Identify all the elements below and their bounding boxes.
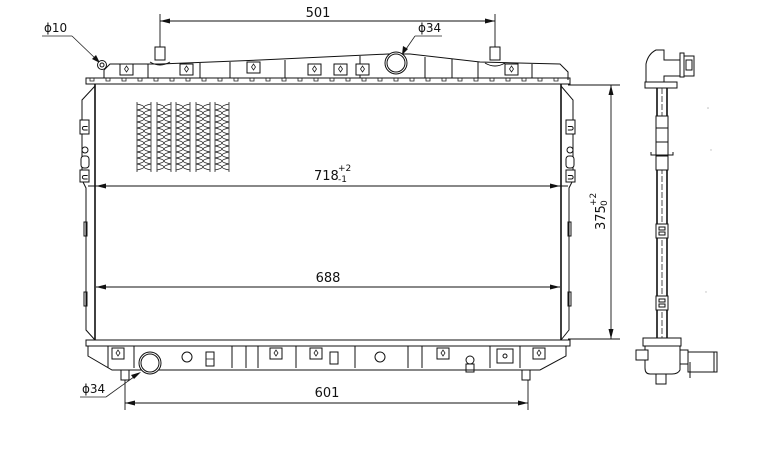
- side-view: [635, 49, 718, 385]
- callout-phi34-top: ϕ34: [402, 21, 442, 55]
- top-clip-boxes: [119, 61, 519, 76]
- bottom-clip-boxes: [111, 347, 546, 360]
- phi34-top-label: ϕ34: [418, 21, 441, 35]
- phi10-label: ϕ10: [44, 21, 67, 35]
- callout-phi10: ϕ10: [42, 21, 107, 70]
- dim-718-tol-upper: +2: [338, 164, 351, 174]
- svg-text:⊃: ⊃: [567, 124, 575, 134]
- fin-pattern: [0, 0, 230, 173]
- callout-phi34-bottom: ϕ34: [80, 372, 141, 398]
- scan-specks: [705, 107, 712, 293]
- dimension-688: 688: [96, 271, 560, 290]
- dim-688-label: 688: [316, 271, 341, 286]
- dim-718-label: 718: [314, 169, 339, 184]
- dim-501-label: 501: [306, 6, 331, 21]
- dim-375-tol-upper: +2: [589, 193, 599, 206]
- bottom-tank: [85, 339, 571, 381]
- dimension-601: 601: [124, 380, 529, 410]
- svg-text:⊃: ⊃: [567, 173, 575, 183]
- dim-375-label: 375: [594, 205, 609, 230]
- phi34-bottom-label: ϕ34: [82, 382, 105, 396]
- top-tank: [85, 46, 571, 85]
- dimension-718: 718 +2 -1: [88, 164, 568, 189]
- dimension-501: 501: [159, 6, 496, 48]
- svg-text:⊂: ⊂: [81, 124, 89, 134]
- dim-718-tol-lower: -1: [338, 175, 347, 185]
- dimension-375: 375 +2 0: [568, 84, 620, 340]
- dim-375-tol-lower: 0: [600, 200, 610, 206]
- svg-text:⊂: ⊂: [81, 173, 89, 183]
- dim-601-label: 601: [315, 386, 340, 401]
- radiator-core: ⊂ ⊂ ⊃ ⊃: [79, 84, 576, 341]
